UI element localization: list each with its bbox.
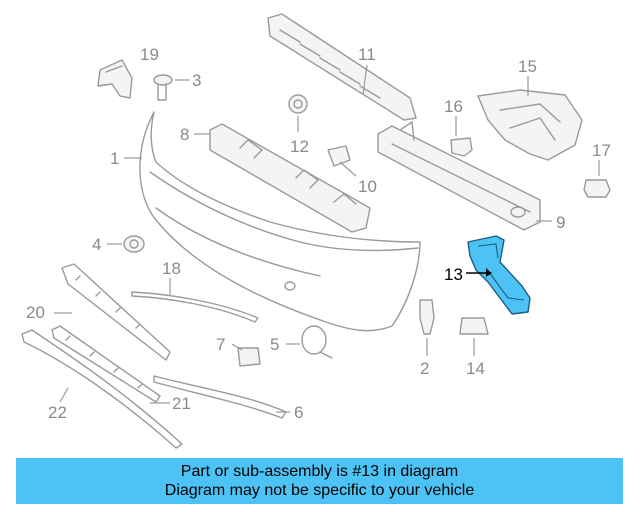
- part-16: [450, 116, 473, 157]
- callout-15: 15: [518, 57, 537, 76]
- callout-18: 18: [162, 259, 181, 278]
- part-14: [459, 317, 489, 356]
- part-17: [583, 160, 611, 198]
- part-3: [153, 74, 190, 101]
- part-19: [97, 59, 133, 99]
- part-10: [327, 145, 357, 177]
- callout-10: 10: [358, 177, 377, 196]
- part-4: [107, 235, 145, 253]
- callout-16: 16: [444, 97, 463, 116]
- banner-line-disclaimer: Diagram may not be specific to your vehi…: [164, 482, 475, 499]
- part-11: [267, 13, 417, 121]
- part-2: [419, 299, 435, 356]
- part-1: [124, 111, 421, 332]
- callout-12: 12: [290, 137, 309, 156]
- callout-6: 6: [294, 403, 303, 422]
- part-18: [131, 278, 259, 323]
- callout-13: 13: [444, 265, 463, 284]
- part-7: [231, 343, 261, 367]
- callout-21: 21: [172, 394, 191, 413]
- part-21: [51, 325, 170, 404]
- callout-4: 4: [92, 235, 101, 254]
- part-13-highlighted: [466, 235, 531, 315]
- part-5: [286, 325, 333, 359]
- callout-2: 2: [420, 359, 429, 378]
- callout-1: 1: [110, 149, 119, 168]
- callout-20: 20: [26, 303, 45, 322]
- banner-line-part-number: Part or sub-assembly is #13 in diagram: [180, 463, 459, 480]
- part-15: [477, 76, 583, 161]
- callout-3: 3: [192, 71, 201, 90]
- callout-8: 8: [180, 125, 189, 144]
- callout-9: 9: [556, 213, 565, 232]
- callout-17: 17: [592, 141, 611, 160]
- part-20: [54, 263, 171, 361]
- part-9: [377, 121, 552, 231]
- callout-11: 11: [358, 45, 376, 64]
- callout-19: 19: [140, 45, 159, 64]
- callout-22: 22: [48, 403, 67, 422]
- part-12: [288, 94, 308, 132]
- part-8: [194, 123, 371, 233]
- callout-7: 7: [216, 335, 225, 354]
- part-6: [153, 375, 290, 419]
- callout-14: 14: [466, 359, 485, 378]
- callout-5: 5: [270, 335, 279, 354]
- info-banner: Part or sub-assembly is #13 in diagram D…: [16, 458, 623, 504]
- part-22: [21, 329, 183, 449]
